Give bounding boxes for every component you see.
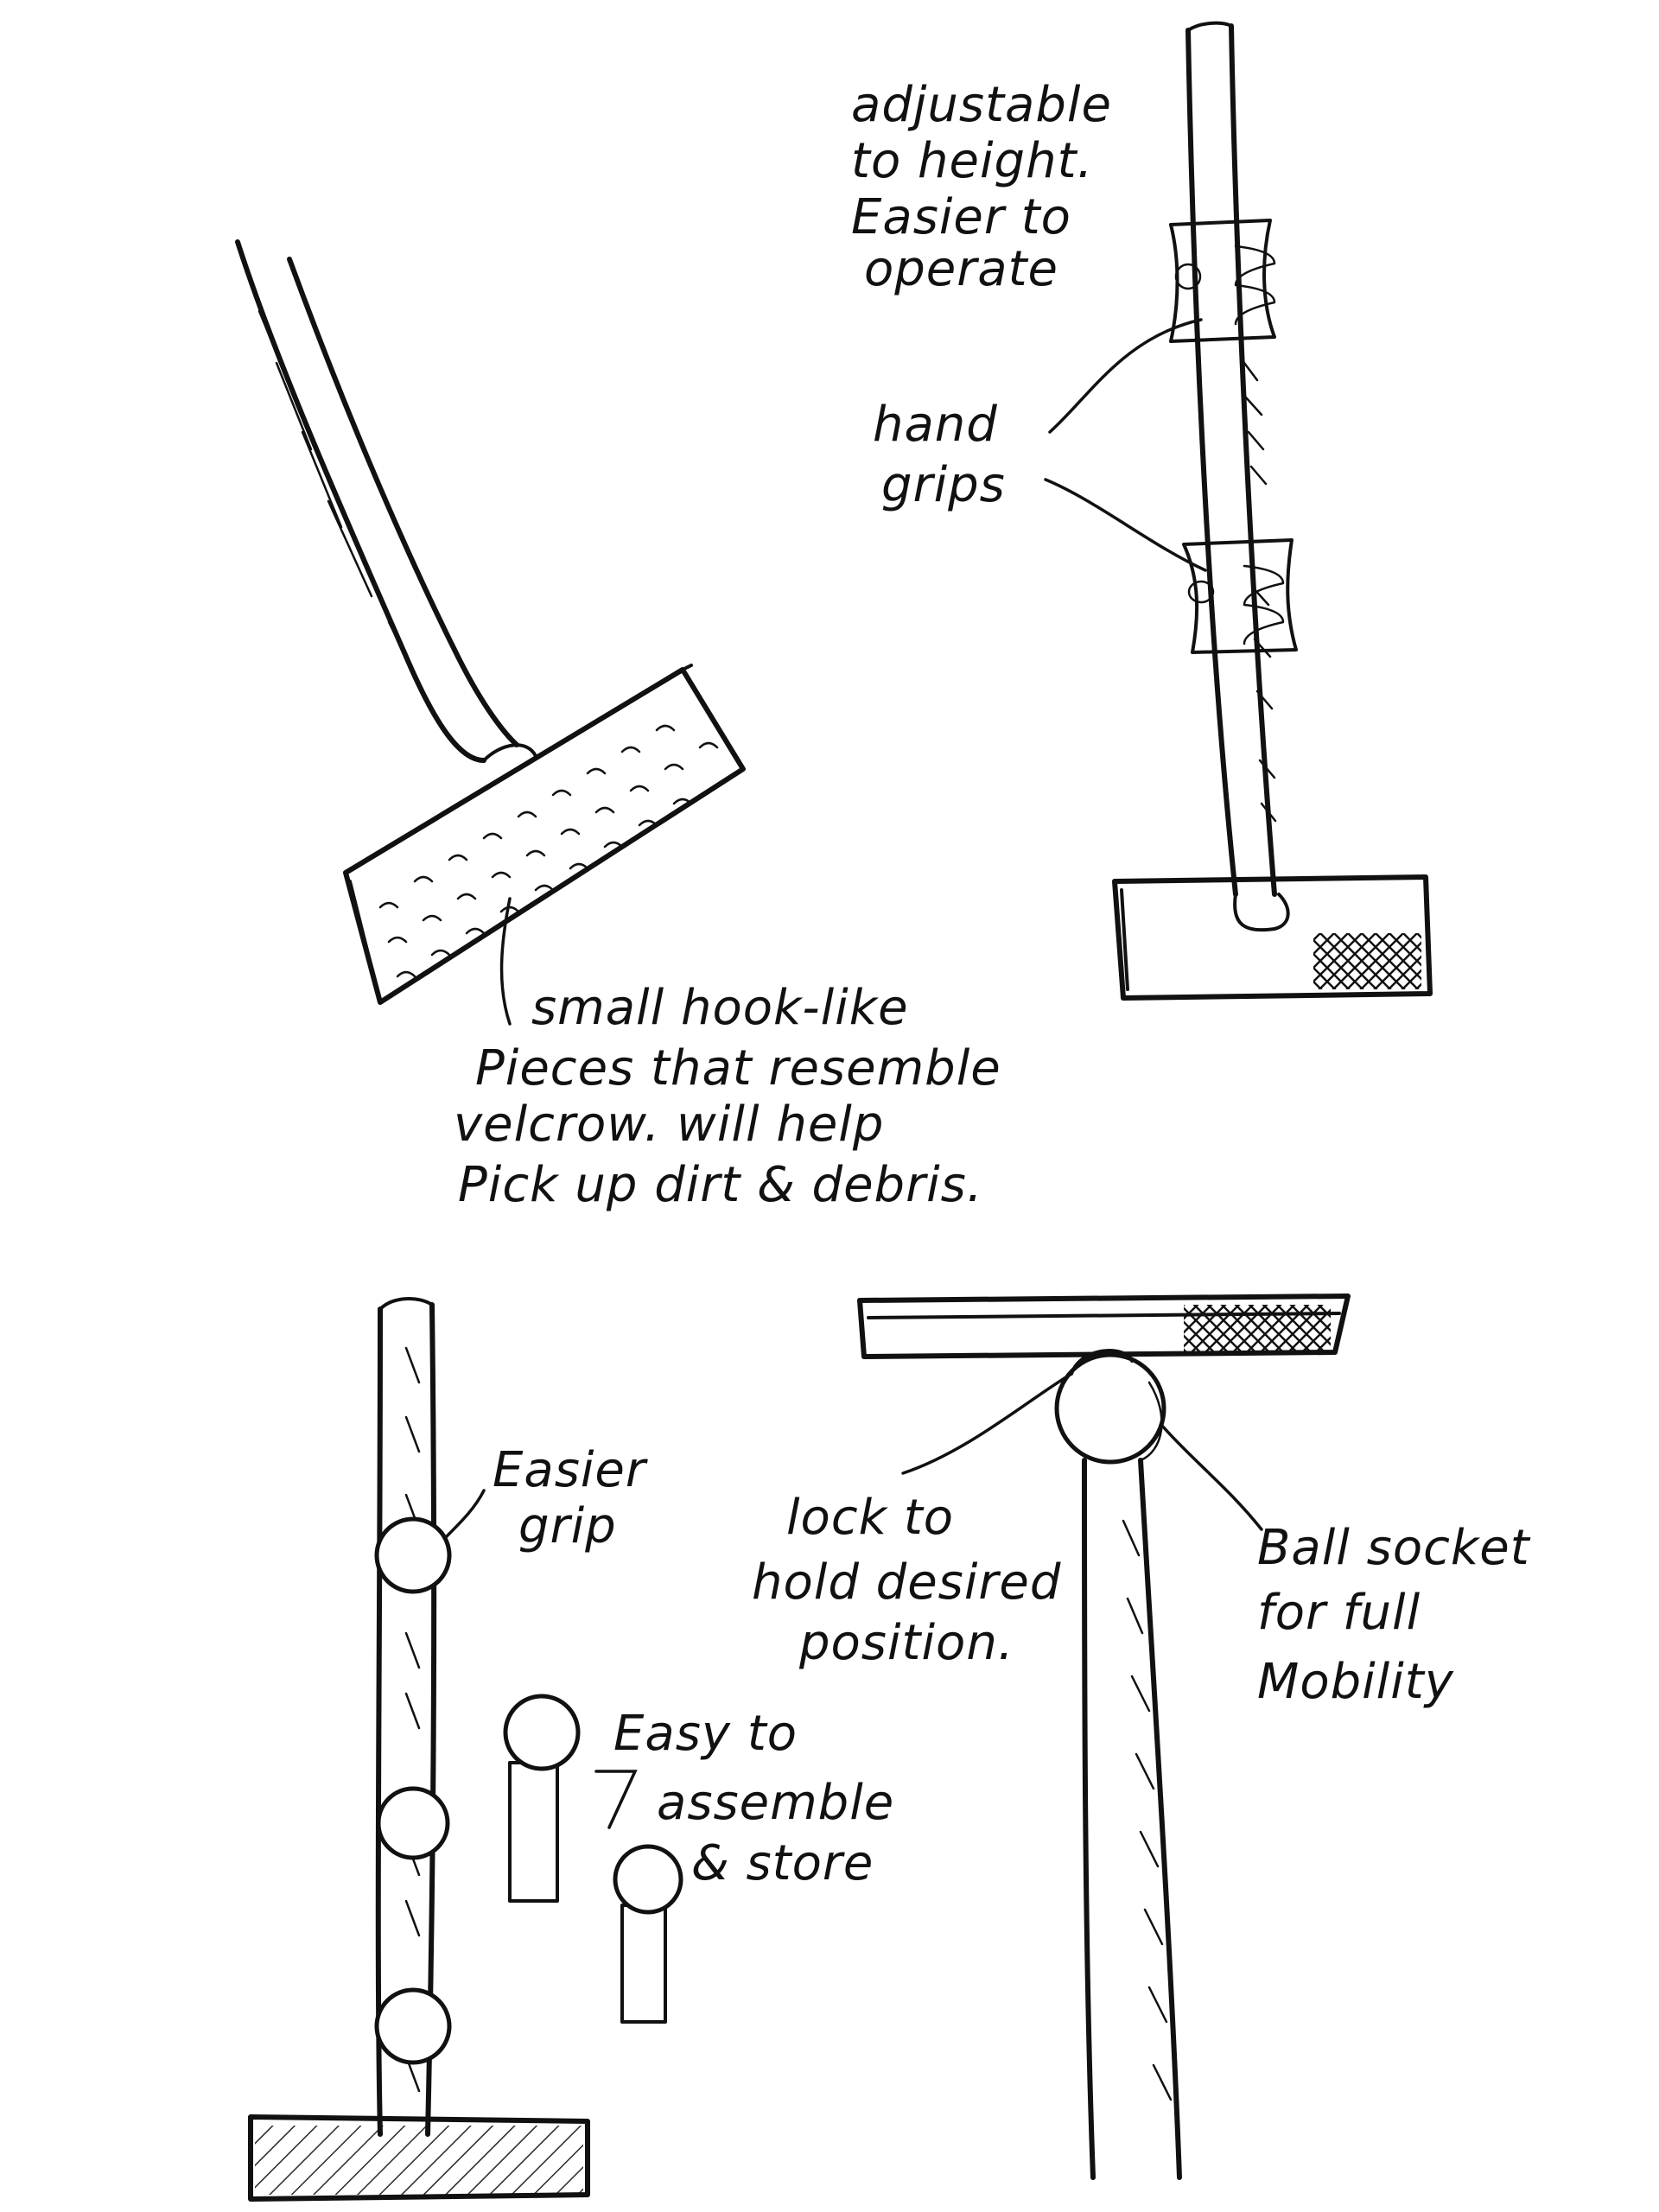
ball-socket-sketch (857, 1294, 1351, 2180)
assemble-note-line-3: & store (691, 1835, 874, 1891)
ball-grip-middle (376, 1786, 450, 1860)
foot-hatching (255, 2126, 583, 2195)
assemble-note-line-1: Easy to (613, 1706, 798, 1762)
adjustable-note: adjustable to height. Easier to operate (851, 77, 1112, 297)
velcro-leader-line (499, 897, 512, 1026)
mop-handle (235, 239, 519, 763)
assemble-note-line-2: assemble (657, 1775, 894, 1831)
detachable-piece-2 (613, 1844, 683, 2024)
easier-grip-note: Easier grip (493, 1442, 648, 1554)
assemble-bracket (594, 1770, 638, 1829)
hand-grips-note-line-1: hand (873, 397, 998, 453)
ball-grip-foot (248, 2114, 590, 2202)
adjustable-note-line-4: operate (864, 241, 1058, 297)
grip-leader-lower (1044, 478, 1207, 572)
foot-shading (1313, 933, 1421, 989)
ball-socket-note-line-3: Mobility (1257, 1654, 1454, 1710)
ball-socket-leader (1160, 1424, 1263, 1531)
pole-foot (1112, 874, 1433, 1001)
lock-note-line-1: lock to (786, 1490, 954, 1546)
easier-grip-note-line-2: grip (518, 1498, 617, 1554)
easier-grip-leader (443, 1489, 486, 1540)
ball-socket-note-line-2: for full (1257, 1585, 1421, 1641)
pole-shaft (1185, 21, 1277, 897)
detachable-piece-1 (503, 1694, 581, 1903)
angled-mop-sketch (235, 239, 746, 1026)
mop-head (343, 664, 746, 1005)
ball-socket-note-line-1: Ball socket (1257, 1520, 1531, 1576)
velcro-note-line-3: velcrow. will help (454, 1096, 884, 1153)
lock-note-line-3: position. (798, 1615, 1014, 1671)
adjustable-pole-sketch (1044, 21, 1433, 1001)
lock-note-line-2: hold desired (752, 1554, 1061, 1611)
grip-leader-upper (1048, 318, 1203, 434)
hand-grips-note: hand grips (873, 397, 1006, 513)
adjustable-note-line-3: Easier to (851, 189, 1071, 245)
velcro-note-line-2: Pieces that resemble (475, 1040, 1001, 1096)
adjustable-note-line-2: to height. (851, 133, 1093, 189)
hand-grip-lower (1182, 538, 1298, 654)
bar-shading (1184, 1305, 1331, 1352)
velcro-hooks (378, 724, 719, 978)
easier-grip-note-line-1: Easier (493, 1442, 648, 1498)
lock-leader (901, 1372, 1073, 1475)
socket-ball (1054, 1349, 1166, 1465)
lock-note: lock to hold desired position. (752, 1490, 1061, 1671)
velcro-note: small hook-like Pieces that resemble vel… (454, 980, 1001, 1213)
ball-grip-pole-sketch (248, 1297, 683, 2202)
hand-grip-upper (1169, 219, 1276, 343)
socket-shaft (1082, 1458, 1182, 2180)
assemble-note: Easy to assemble & store (613, 1706, 894, 1891)
adjustable-note-line-1: adjustable (851, 77, 1112, 133)
velcro-note-line-4: Pick up dirt & debris. (458, 1157, 983, 1213)
ball-grip-lower (374, 1987, 452, 2065)
velcro-note-line-1: small hook-like (531, 980, 909, 1036)
socket-head-bar (857, 1294, 1351, 1359)
hand-grips-note-line-2: grips (881, 457, 1006, 513)
ball-grip-upper (374, 1516, 452, 1594)
ball-socket-note: Ball socket for full Mobility (1257, 1520, 1531, 1710)
